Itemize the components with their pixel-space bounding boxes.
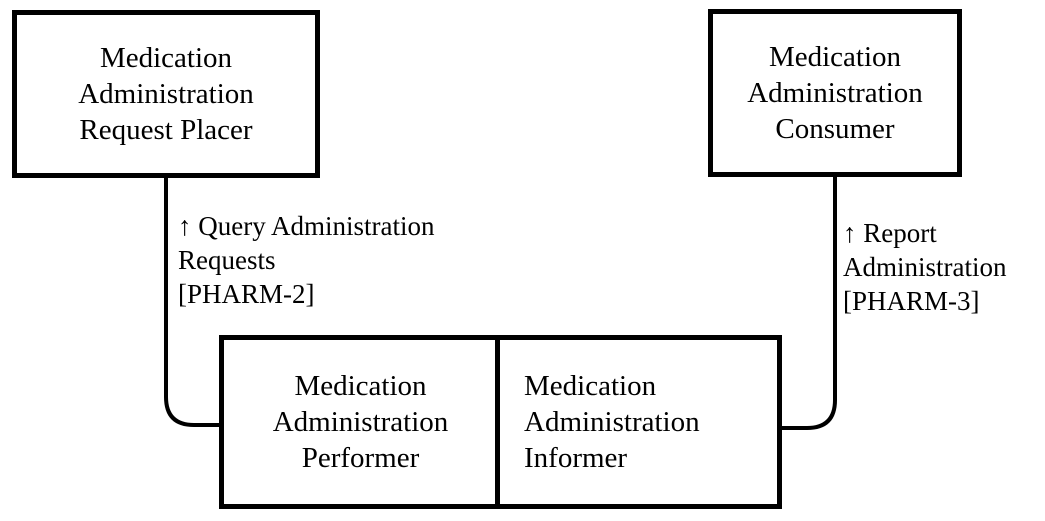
performer-line-1: Medication xyxy=(294,370,427,402)
informer-line-3: Informer xyxy=(524,442,628,474)
report-label-line-3: [PHARM-3] xyxy=(843,286,980,316)
up-arrow-icon: ↑ xyxy=(178,211,192,241)
performer-line-3: Performer xyxy=(301,442,420,474)
consumer-line-2: Administration xyxy=(747,77,923,109)
request-placer-line-3: Request Placer xyxy=(79,114,253,146)
informer-line-2: Administration xyxy=(524,406,700,438)
consumer-actor-box: Medication Administration Consumer xyxy=(708,9,962,177)
performer-line-2: Administration xyxy=(272,406,449,438)
request-placer-line-1: Medication xyxy=(99,42,233,74)
informer-line-1: Medication xyxy=(524,370,657,402)
query-label-line-2: Requests xyxy=(178,245,276,275)
performer-actor-box: Medication Administration Performer xyxy=(219,335,502,509)
report-connector-line xyxy=(779,177,837,430)
query-label-line-1: Query Administration xyxy=(198,211,435,241)
report-transaction-label: ↑ Report Administration [PHARM-3] xyxy=(843,216,1007,318)
report-label-line-2: Administration xyxy=(843,252,1007,282)
consumer-line-3: Consumer xyxy=(775,113,895,145)
query-label-line-3: [PHARM-2] xyxy=(178,279,315,309)
query-transaction-label: ↑ Query Administration Requests [PHARM-2… xyxy=(178,209,434,311)
up-arrow-icon: ↑ xyxy=(843,218,857,248)
query-connector-line xyxy=(164,177,222,427)
informer-actor-box: Medication Administration Informer xyxy=(495,335,782,509)
consumer-line-1: Medication xyxy=(768,41,902,73)
request-placer-actor-box: Medication Administration Request Placer xyxy=(12,10,320,178)
request-placer-line-2: Administration xyxy=(78,78,254,110)
report-label-line-1: Report xyxy=(863,218,937,248)
